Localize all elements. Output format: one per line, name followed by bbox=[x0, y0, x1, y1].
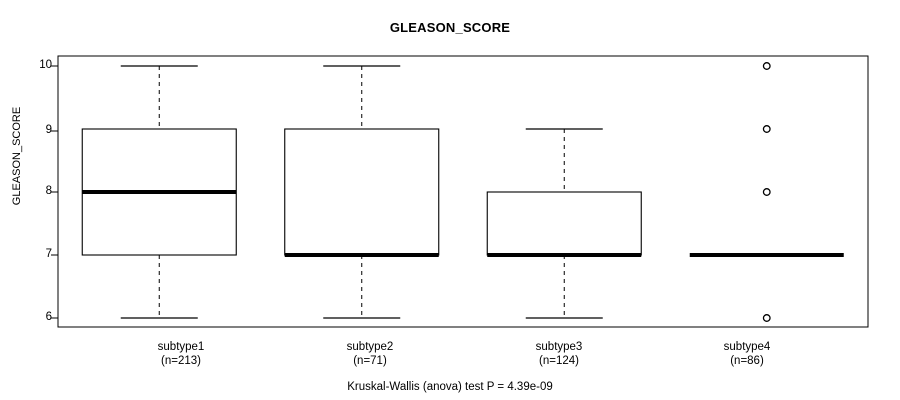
x-tick-count-subtype2: (n=71) bbox=[353, 355, 387, 367]
x-tick-count-subtype3: (n=124) bbox=[539, 355, 579, 367]
page-title: GLEASON_SCORE bbox=[389, 20, 511, 35]
x-tick-name-subtype2: subtype2 bbox=[346, 341, 394, 353]
box-group-layer bbox=[81, 62, 844, 322]
outlier-point-subtype4-8 bbox=[762, 188, 771, 196]
x-tick-label-subtype1: subtype1 (n=213) bbox=[81, 340, 281, 368]
outlier-point-subtype4-10 bbox=[762, 62, 771, 70]
y-tick-label-7: 7 bbox=[45, 248, 52, 260]
box-rect-subtype2 bbox=[284, 128, 440, 256]
x-tick-count-subtype1: (n=213) bbox=[161, 355, 201, 367]
x-tick-label-subtype3: subtype3 (n=124) bbox=[459, 340, 659, 368]
boxplot-group-subtype2[interactable] bbox=[284, 65, 440, 319]
y-tick-label-9: 9 bbox=[45, 124, 52, 136]
y-tick-label-6: 6 bbox=[45, 311, 52, 323]
x-tick-label-subtype2: subtype2 (n=71) bbox=[270, 340, 470, 368]
x-tick-name-subtype3: subtype3 bbox=[535, 341, 583, 353]
outlier-point-subtype4-9 bbox=[762, 125, 771, 133]
x-tick-label-subtype4: subtype4 (n=86) bbox=[647, 340, 847, 368]
boxplot-group-subtype4[interactable] bbox=[689, 62, 844, 322]
y-axis-ticks bbox=[51, 65, 58, 319]
x-tick-name-subtype4: subtype4 bbox=[723, 341, 771, 353]
boxplot-group-subtype1[interactable] bbox=[81, 65, 237, 319]
statistical-test-annotation: Kruskal-Wallis (anova) test P = 4.39e-09 bbox=[347, 381, 553, 393]
boxplot-group-subtype3[interactable] bbox=[486, 128, 642, 319]
y-tick-label-8: 8 bbox=[45, 185, 52, 197]
outlier-point-subtype4-6 bbox=[762, 314, 771, 322]
box-rect-subtype3 bbox=[486, 191, 642, 256]
x-tick-count-subtype4: (n=86) bbox=[730, 355, 764, 367]
y-tick-label-10: 10 bbox=[39, 59, 52, 71]
axis-frame bbox=[51, 55, 869, 328]
x-tick-name-subtype1: subtype1 bbox=[157, 341, 205, 353]
